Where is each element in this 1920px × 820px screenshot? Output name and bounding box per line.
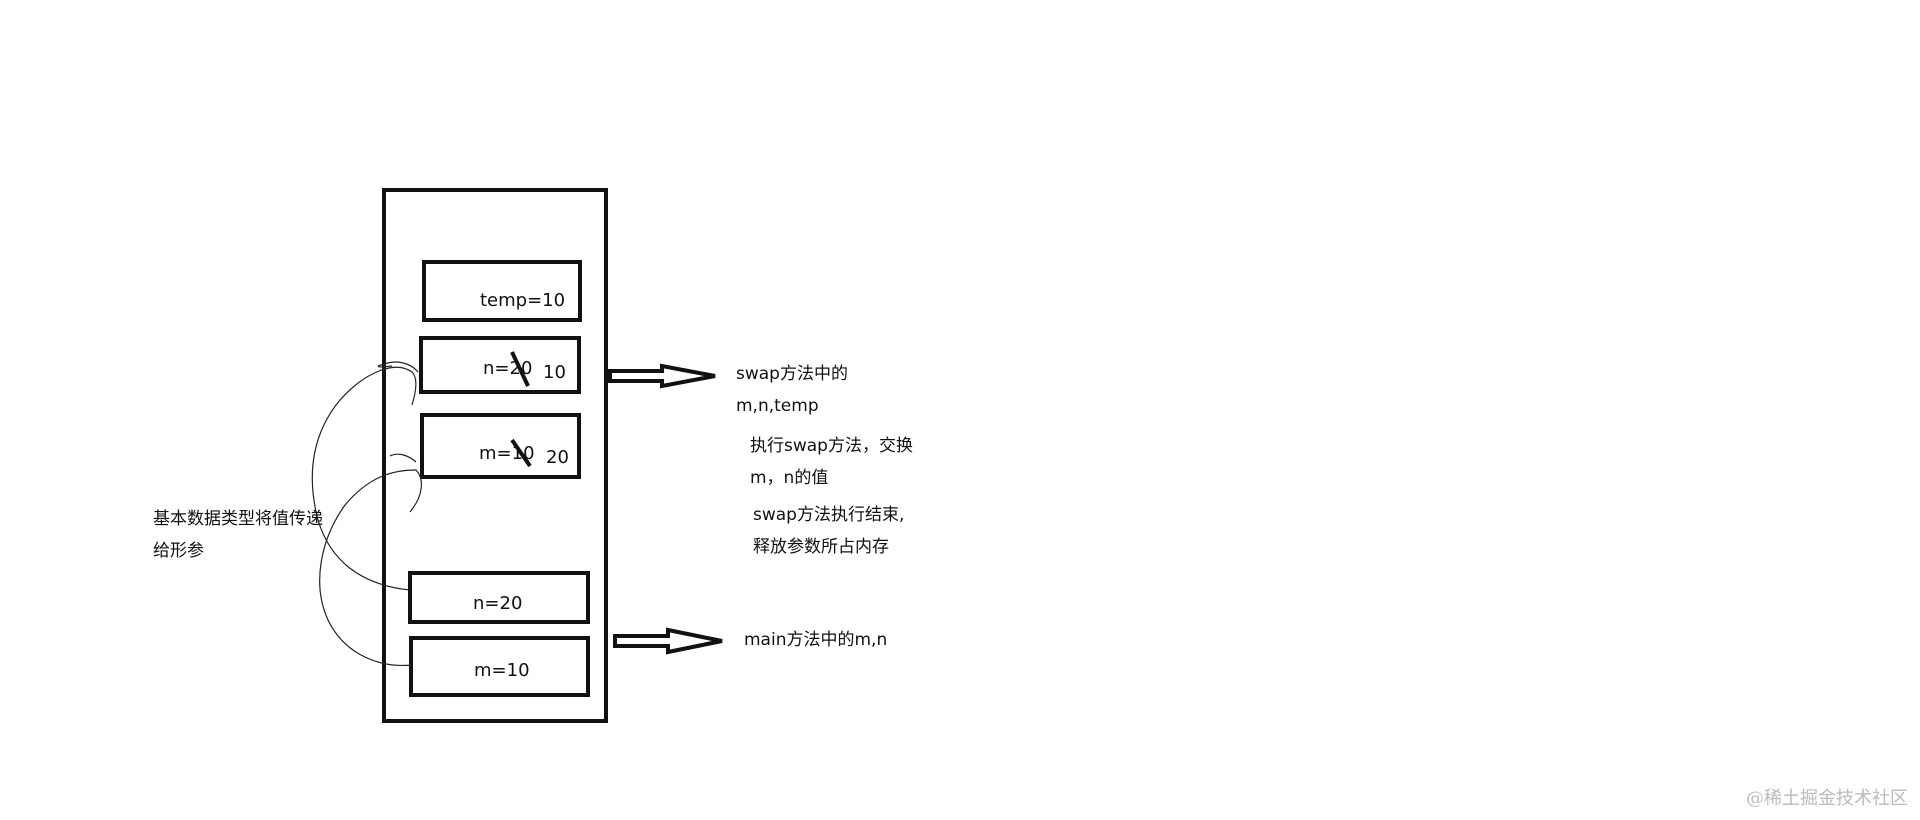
value-passing-note-line1: 基本数据类型将值传递: [153, 509, 323, 529]
var-n-main-label: n=20: [473, 593, 523, 614]
watermark: @稀土掘金技术社区: [1746, 788, 1908, 809]
exec-swap-note-line1: 执行swap方法，交换: [750, 436, 913, 456]
strike-m-value: [510, 438, 532, 468]
var-m-old-value: m=10: [479, 443, 535, 464]
exec-swap-note-line2: m，n的值: [750, 468, 829, 488]
arrow-to-main: [613, 627, 723, 655]
swap-end-note-line1: swap方法执行结束,: [753, 505, 905, 525]
var-m-new-value: 20: [546, 447, 569, 468]
swap-frame-caption: swap方法中的 m,n,temp: [736, 358, 848, 422]
var-box-n-swap: n=20 10: [419, 336, 581, 394]
var-box-n-main: n=20: [408, 571, 590, 624]
exec-swap-note: 执行swap方法，交换 m，n的值: [750, 430, 913, 494]
var-temp-label: temp=10: [480, 290, 566, 311]
var-box-m-main: m=10: [409, 636, 590, 697]
swap-end-note: swap方法执行结束, 释放参数所占内存: [753, 499, 904, 563]
value-passing-note-line2: 给形参: [153, 541, 204, 561]
arrow-to-swap: [608, 363, 716, 389]
pass-curve-m: [319, 453, 422, 667]
strike-n-value: [510, 351, 530, 387]
pass-curve-n: [311, 361, 419, 591]
main-frame-caption: main方法中的m,n: [744, 630, 888, 650]
value-passing-note: 基本数据类型将值传递 给形参: [153, 503, 323, 567]
swap-end-note-line2: 释放参数所占内存: [753, 537, 889, 557]
swap-frame-caption-line1: swap方法中的: [736, 364, 848, 384]
var-box-temp: temp=10: [422, 260, 582, 322]
swap-frame-caption-line2: m,n,temp: [736, 396, 819, 416]
var-m-main-label: m=10: [474, 660, 530, 681]
var-n-new-value: 10: [543, 362, 566, 383]
var-box-m-swap: m=10 20: [420, 413, 581, 479]
